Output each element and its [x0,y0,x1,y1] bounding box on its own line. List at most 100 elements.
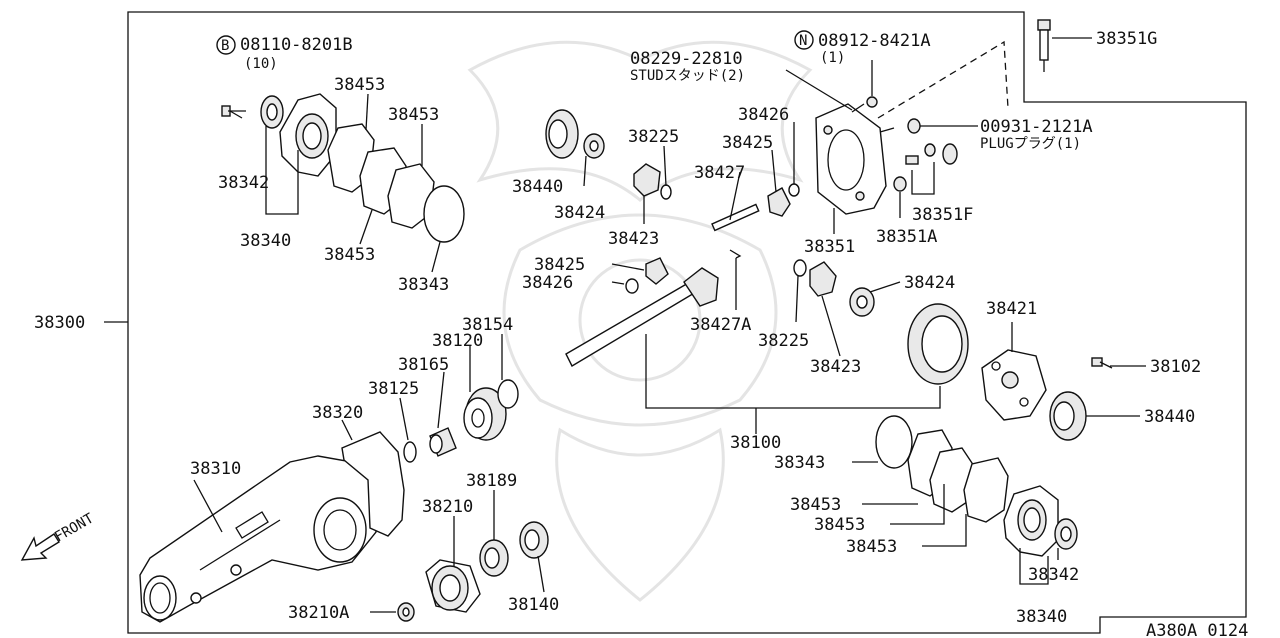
washer-38424-top [583,133,605,159]
leader-lines [193,37,1146,613]
seal-38342-top [260,95,284,129]
label-plug-code: 00931-2121A [980,117,1093,137]
label-38342-top: 38342 [218,173,269,193]
bearing-38440-top [545,109,579,159]
retainer-38340-bottom [1003,485,1059,557]
nut-marker-icon [794,30,814,50]
gear-38423-top [633,163,661,197]
label-38424-top: 38424 [554,203,605,223]
bearing-38140 [519,521,549,559]
washer-38426-mid [625,278,639,294]
label-stud-text: STUDスタッド(2) [630,68,745,84]
ring-gear [907,303,969,385]
label-38120: 38120 [432,331,483,351]
diagram-code: A380A 0124 [1146,621,1248,638]
bearing-38120 [463,387,507,441]
label-38425-mid: 38425 [534,255,585,275]
label-38343-top: 38343 [398,275,449,295]
front-label: FRONT [52,510,97,545]
label-38425-top: 38425 [722,133,773,153]
label-38342-bottom: 38342 [1028,565,1079,585]
label-38351G: 38351G [1096,29,1157,49]
label-38189: 38189 [466,471,517,491]
retainer-38340-top [279,93,337,177]
label-38140: 38140 [508,595,559,615]
label-38351: 38351 [804,237,855,257]
label-38453-a: 38453 [334,75,385,95]
gear-38423-mid [809,261,837,297]
label-38125: 38125 [368,379,419,399]
label-38440-top: 38440 [512,177,563,197]
seal-housing-38210 [425,559,481,613]
label-38453-d: 38453 [790,495,841,515]
bolt-38102 [1091,357,1113,369]
label-38351A: 38351A [876,227,937,247]
front-arrow-icon [20,533,60,561]
collar-38165 [429,427,457,457]
shim-38453-f [963,457,1009,523]
nut-38210A [397,602,415,622]
label-38340-bottom: 38340 [1016,607,1067,627]
part-labels: 38300 38310 38320 38125 38165 38120 3815… [34,29,1248,638]
label-bolt-code: 08110-8201B [240,35,353,55]
seal-38189 [479,539,509,577]
label-38440-bottom: 38440 [1144,407,1195,427]
label-38423-mid: 38423 [810,357,861,377]
bolt-08110 [221,105,243,119]
label-nut-code: 08912-8421A [818,31,931,51]
label-38102: 38102 [1150,357,1201,377]
label-38300: 38300 [34,313,85,333]
label-38320: 38320 [312,403,363,423]
label-38351F: 38351F [912,205,973,225]
label-38426-top: 38426 [738,105,789,125]
breather-38351G [1037,19,1051,72]
bolt-38351A [893,176,907,192]
label-38100: 38100 [730,433,781,453]
label-38453-f: 38453 [846,537,897,557]
differential-case-drawing [139,455,377,623]
gasket-38320 [341,431,405,537]
label-38210A: 38210A [288,603,349,623]
label-38154: 38154 [462,315,513,335]
label-38225-mid: 38225 [758,331,809,351]
pin-38427A [729,249,742,259]
rear-cover-38351 [815,103,887,215]
washer-38125 [403,441,417,463]
label-nut-qty: (1) [820,50,845,66]
differential-38421 [981,349,1047,421]
label-38210: 38210 [422,497,473,517]
label-38343-bottom: 38343 [774,453,825,473]
label-plug-text: PLUGプラグ(1) [980,136,1081,152]
label-38424-mid: 38424 [904,273,955,293]
label-38453-e: 38453 [814,515,865,535]
washer-38154 [497,379,519,409]
washer-38426-top [788,183,800,197]
gear-38425-top [767,187,791,217]
label-bolt-qty: (10) [244,56,278,72]
plug-38351F [905,143,958,165]
gear-38425-mid [645,257,669,285]
washer-38225-top [660,184,672,200]
nut-marker: N [799,33,807,49]
plug-00931 [907,118,921,134]
label-38165: 38165 [398,355,449,375]
shaft-38427 [711,203,760,232]
bolt-marker-icon [216,35,236,55]
seal-38342-bottom [1054,518,1078,550]
label-38423-top: 38423 [608,229,659,249]
stud-08229 [851,103,895,133]
label-stud-code: 08229-22810 [630,49,743,69]
label-38427A: 38427A [690,315,751,335]
label-38427: 38427 [694,163,745,183]
label-38421: 38421 [986,299,1037,319]
bolt-marker: B [221,38,229,54]
label-38426-mid: 38426 [522,273,573,293]
label-38453-c: 38453 [324,245,375,265]
label-38310: 38310 [190,459,241,479]
oring-38343-top [423,185,465,243]
label-38453-b: 38453 [388,105,439,125]
washer-38225-mid [793,259,807,277]
washer-38424-mid [849,287,875,317]
drive-pinion-shaft [565,267,719,367]
